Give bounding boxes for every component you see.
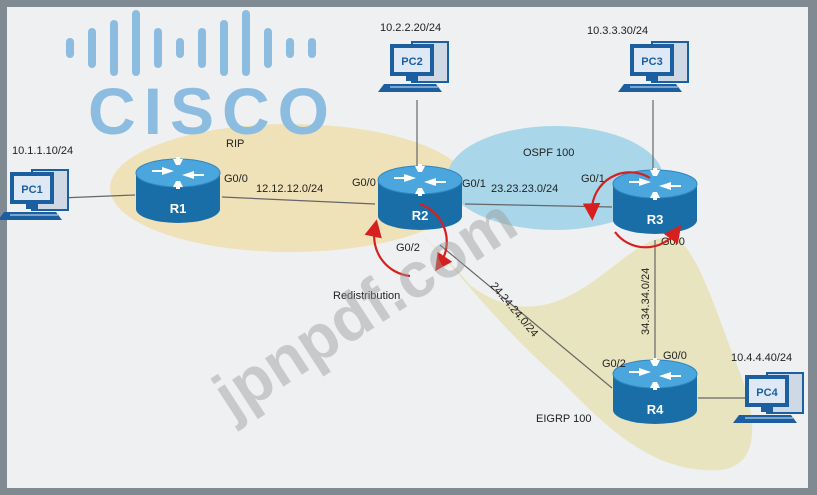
- pc1-ip: 10.1.1.10/24: [12, 145, 73, 157]
- redistribution-arrow-r3-left-icon: [582, 171, 651, 221]
- subnet-r2-r3: 23.23.23.0/24: [491, 183, 558, 195]
- router-r2[interactable]: R2: [377, 163, 463, 231]
- cisco-logo-text: CISCO: [88, 74, 337, 148]
- pc2[interactable]: PC2: [377, 41, 449, 93]
- subnet-r3-r4: 34.34.34.0/24: [640, 268, 652, 335]
- cisco-logo-bars-icon: [66, 10, 316, 76]
- link-pc1-r1: [59, 194, 136, 199]
- pc3[interactable]: PC3: [617, 41, 689, 93]
- ospf-zone: [447, 126, 663, 230]
- pc4[interactable]: PC4: [732, 372, 804, 424]
- pc1[interactable]: PC1: [0, 169, 69, 221]
- pc2-label: PC2: [401, 56, 422, 68]
- r2-g01-label: G0/1: [462, 178, 486, 190]
- link-r2-r4: [439, 244, 613, 389]
- links: [59, 100, 748, 399]
- ospf-label: OSPF 100: [523, 147, 574, 159]
- subnet-r1-r2: 12.12.12.0/24: [256, 183, 323, 195]
- redistribution-arrows-r3: [582, 171, 682, 249]
- eigrp-label: EIGRP 100: [536, 413, 591, 425]
- redistribution-arrow-r3-right-icon: [614, 224, 682, 249]
- pc4-ip: 10.4.4.40/24: [731, 352, 792, 364]
- cisco-logo: CISCO: [66, 10, 337, 148]
- redistribution-label: Redistribution: [333, 290, 400, 302]
- redistribution-arrow-r2-left-icon: [364, 219, 411, 278]
- pc2-ip: 10.2.2.20/24: [380, 22, 441, 34]
- rip-label: RIP: [226, 138, 244, 150]
- r2-g02-label: G0/2: [396, 242, 420, 254]
- r2-g00-label: G0/0: [352, 177, 376, 189]
- pc1-label: PC1: [21, 184, 42, 196]
- router-r1[interactable]: R1: [135, 156, 221, 224]
- redistribution-arrows-r2: [364, 202, 453, 278]
- router-r3[interactable]: R3: [612, 167, 698, 235]
- r4-g02-label: G0/2: [602, 358, 626, 370]
- r3-g01-label: G0/1: [581, 173, 605, 185]
- pc4-label: PC4: [756, 387, 778, 399]
- router-r4[interactable]: R4: [612, 357, 698, 425]
- r4-g00-label: G0/0: [663, 350, 687, 362]
- link-r1-r2: [221, 196, 376, 205]
- router-r3-label: R3: [647, 212, 664, 227]
- redistribution-arrow-r2-right-icon: [419, 202, 453, 272]
- router-r1-label: R1: [170, 201, 187, 216]
- router-r2-label: R2: [412, 208, 429, 223]
- router-r4-label: R4: [647, 402, 664, 417]
- r1-g00-label: G0/0: [224, 173, 248, 185]
- pc3-label: PC3: [641, 56, 662, 68]
- pc3-ip: 10.3.3.30/24: [587, 25, 648, 37]
